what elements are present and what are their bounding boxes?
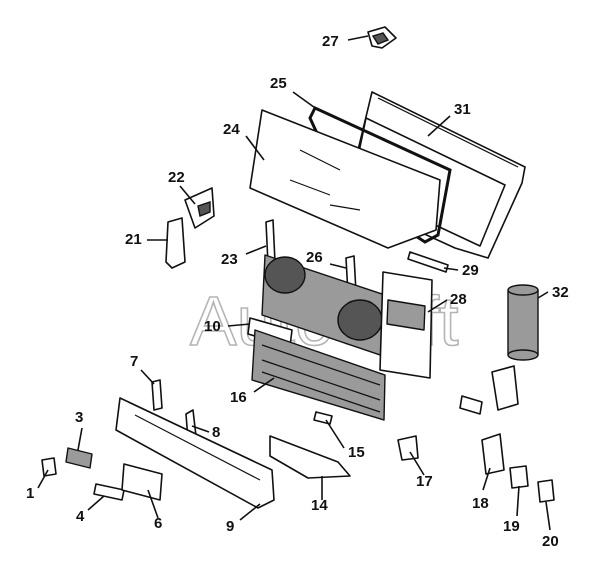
callout-9: 9 <box>226 518 234 535</box>
part-1-lamp <box>41 457 57 477</box>
part-29-pin <box>407 251 449 273</box>
part-14-bracket <box>269 435 351 479</box>
callout-17: 17 <box>416 473 433 490</box>
part-19-clip <box>509 465 529 489</box>
part-bracket-right <box>459 365 519 415</box>
part-22-bracket <box>184 187 215 229</box>
part-18-bracket <box>481 433 505 475</box>
part-duct-assembly <box>261 254 401 361</box>
callout-21: 21 <box>125 231 142 248</box>
callout-20: 20 <box>542 533 559 550</box>
part-7-bracket <box>151 379 163 411</box>
part-32-cylinder <box>507 284 539 361</box>
callout-16: 16 <box>230 389 247 406</box>
part-17-clip <box>397 435 419 461</box>
callout-7: 7 <box>130 353 138 370</box>
part-15-clip <box>313 411 333 425</box>
callout-labels: 27 25 31 24 22 21 23 26 29 28 32 10 7 16… <box>26 33 569 550</box>
callout-6: 6 <box>154 515 162 532</box>
part-6-plate <box>121 463 163 501</box>
part-24-windshield-glass <box>249 109 441 249</box>
part-3-lamp <box>65 447 93 469</box>
callout-4: 4 <box>76 508 85 525</box>
callout-14: 14 <box>311 497 328 514</box>
callout-1: 1 <box>26 485 34 502</box>
leader-lines <box>37 35 551 531</box>
part-27-clip <box>367 26 397 49</box>
callout-29: 29 <box>462 262 479 279</box>
callout-27: 27 <box>322 33 339 50</box>
callout-15: 15 <box>348 444 365 461</box>
callout-26: 26 <box>306 249 323 266</box>
callout-28: 28 <box>450 291 467 308</box>
part-21-bracket <box>165 217 186 269</box>
callout-10: 10 <box>204 318 221 335</box>
callout-19: 19 <box>503 518 520 535</box>
callout-23: 23 <box>221 251 238 268</box>
part-16-radiator-grille <box>251 329 386 421</box>
callout-31: 31 <box>454 101 471 118</box>
part-25-seal <box>308 106 452 244</box>
part-4-plate <box>93 483 125 501</box>
callout-22: 22 <box>168 169 185 186</box>
part-9-bumper <box>115 397 275 509</box>
part-28-panel <box>379 271 433 379</box>
callout-8: 8 <box>212 424 220 441</box>
callout-32: 32 <box>552 284 569 301</box>
part-20-clip <box>537 479 555 503</box>
callout-3: 3 <box>75 409 83 426</box>
callout-18: 18 <box>472 495 489 512</box>
callout-24: 24 <box>223 121 240 138</box>
callout-25: 25 <box>270 75 287 92</box>
